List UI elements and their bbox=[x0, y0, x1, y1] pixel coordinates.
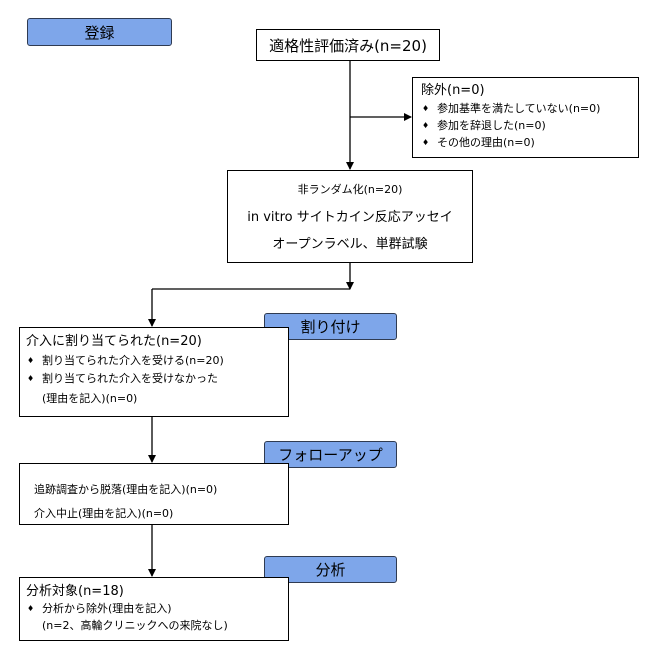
stage-enrollment: 登録 bbox=[27, 18, 172, 46]
followup-line2: 介入中止(理由を記入)(n=0) bbox=[34, 507, 174, 520]
eligibility-box: 適格性評価済み(n=20) bbox=[256, 29, 440, 61]
stage-follow-up-label: フォローアップ bbox=[278, 446, 383, 464]
analysis-title: 分析対象(n=18) bbox=[26, 584, 124, 599]
stage-allocation-label: 割り付け bbox=[300, 318, 361, 336]
nonrandomized-line3: オープンラベル、単群試験 bbox=[272, 237, 428, 252]
allocated-item: 割り当てられた介入を受けなかった bbox=[26, 370, 288, 388]
followup-line1: 追跡調査から脱落(理由を記入)(n=0) bbox=[34, 483, 218, 496]
stage-enrollment-label: 登録 bbox=[84, 23, 115, 42]
analysis-note: (n=2、高輪クリニックへの来院なし) bbox=[42, 619, 228, 632]
excluded-title: 除外(n=0) bbox=[421, 83, 485, 98]
excluded-list: 参加基準を満たしていない(n=0) 参加を辞退した(n=0) その他の理由(n=… bbox=[421, 100, 638, 151]
excluded-item: 参加基準を満たしていない(n=0) bbox=[421, 100, 638, 117]
allocated-title: 介入に割り当てられた(n=20) bbox=[26, 334, 202, 349]
analysis-list: 分析から除外(理由を記入) bbox=[26, 600, 288, 617]
allocated-note: (理由を記入)(n=0) bbox=[42, 392, 138, 405]
nonrandomized-line2: in vitro サイトカイン反応アッセイ bbox=[247, 210, 453, 225]
excluded-item: その他の理由(n=0) bbox=[421, 134, 638, 151]
followup-box: 追跡調査から脱落(理由を記入)(n=0) 介入中止(理由を記入)(n=0) bbox=[19, 463, 289, 525]
stage-allocation: 割り付け bbox=[264, 313, 397, 340]
excluded-item: 参加を辞退した(n=0) bbox=[421, 117, 638, 134]
stage-analysis-label: 分析 bbox=[315, 561, 346, 579]
analysis-box: 分析対象(n=18) 分析から除外(理由を記入) (n=2、高輪クリニックへの来… bbox=[19, 577, 289, 641]
excluded-box: 除外(n=0) 参加基準を満たしていない(n=0) 参加を辞退した(n=0) そ… bbox=[412, 77, 639, 158]
allocated-item: 割り当てられた介入を受ける(n=20) bbox=[26, 352, 288, 370]
allocated-box: 介入に割り当てられた(n=20) 割り当てられた介入を受ける(n=20) 割り当… bbox=[19, 327, 289, 417]
nonrandomized-box: 非ランダム化(n=20) in vitro サイトカイン反応アッセイ オープンラ… bbox=[227, 170, 473, 263]
allocated-list: 割り当てられた介入を受ける(n=20) 割り当てられた介入を受けなかった bbox=[26, 352, 288, 388]
analysis-item: 分析から除外(理由を記入) bbox=[26, 600, 288, 617]
nonrandomized-line1: 非ランダム化(n=20) bbox=[297, 183, 403, 196]
eligibility-text: 適格性評価済み(n=20) bbox=[269, 36, 427, 55]
